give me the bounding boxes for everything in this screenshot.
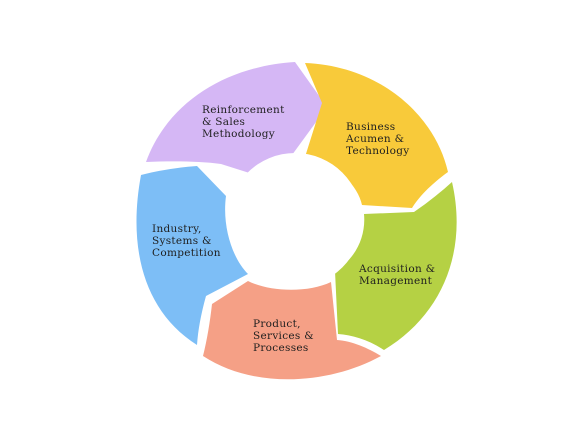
segment-business-acumen-label: Business Acumen & Technology	[345, 121, 409, 157]
segment-product-services-shape	[203, 281, 381, 380]
segment-industry-shape	[136, 166, 248, 345]
segment-acquisition-shape	[335, 182, 457, 350]
segment-acquisition-label: Acquisition & Management	[358, 263, 439, 287]
segment-industry-label: Industry, Systems & Competition	[152, 223, 221, 259]
segment-product-services: Product, Services & Processes	[203, 281, 381, 380]
center-hub	[228, 153, 362, 287]
segment-product-services-label: Product, Services & Processes	[253, 318, 318, 354]
segment-reinforcement-label: Reinforcement & Sales Methodology	[202, 104, 288, 140]
segment-industry: Industry, Systems & Competition	[136, 166, 248, 345]
segment-reinforcement-shape	[146, 62, 327, 176]
segment-acquisition: Acquisition & Management	[335, 182, 457, 350]
segment-reinforcement: Reinforcement & Sales Methodology	[146, 62, 327, 176]
